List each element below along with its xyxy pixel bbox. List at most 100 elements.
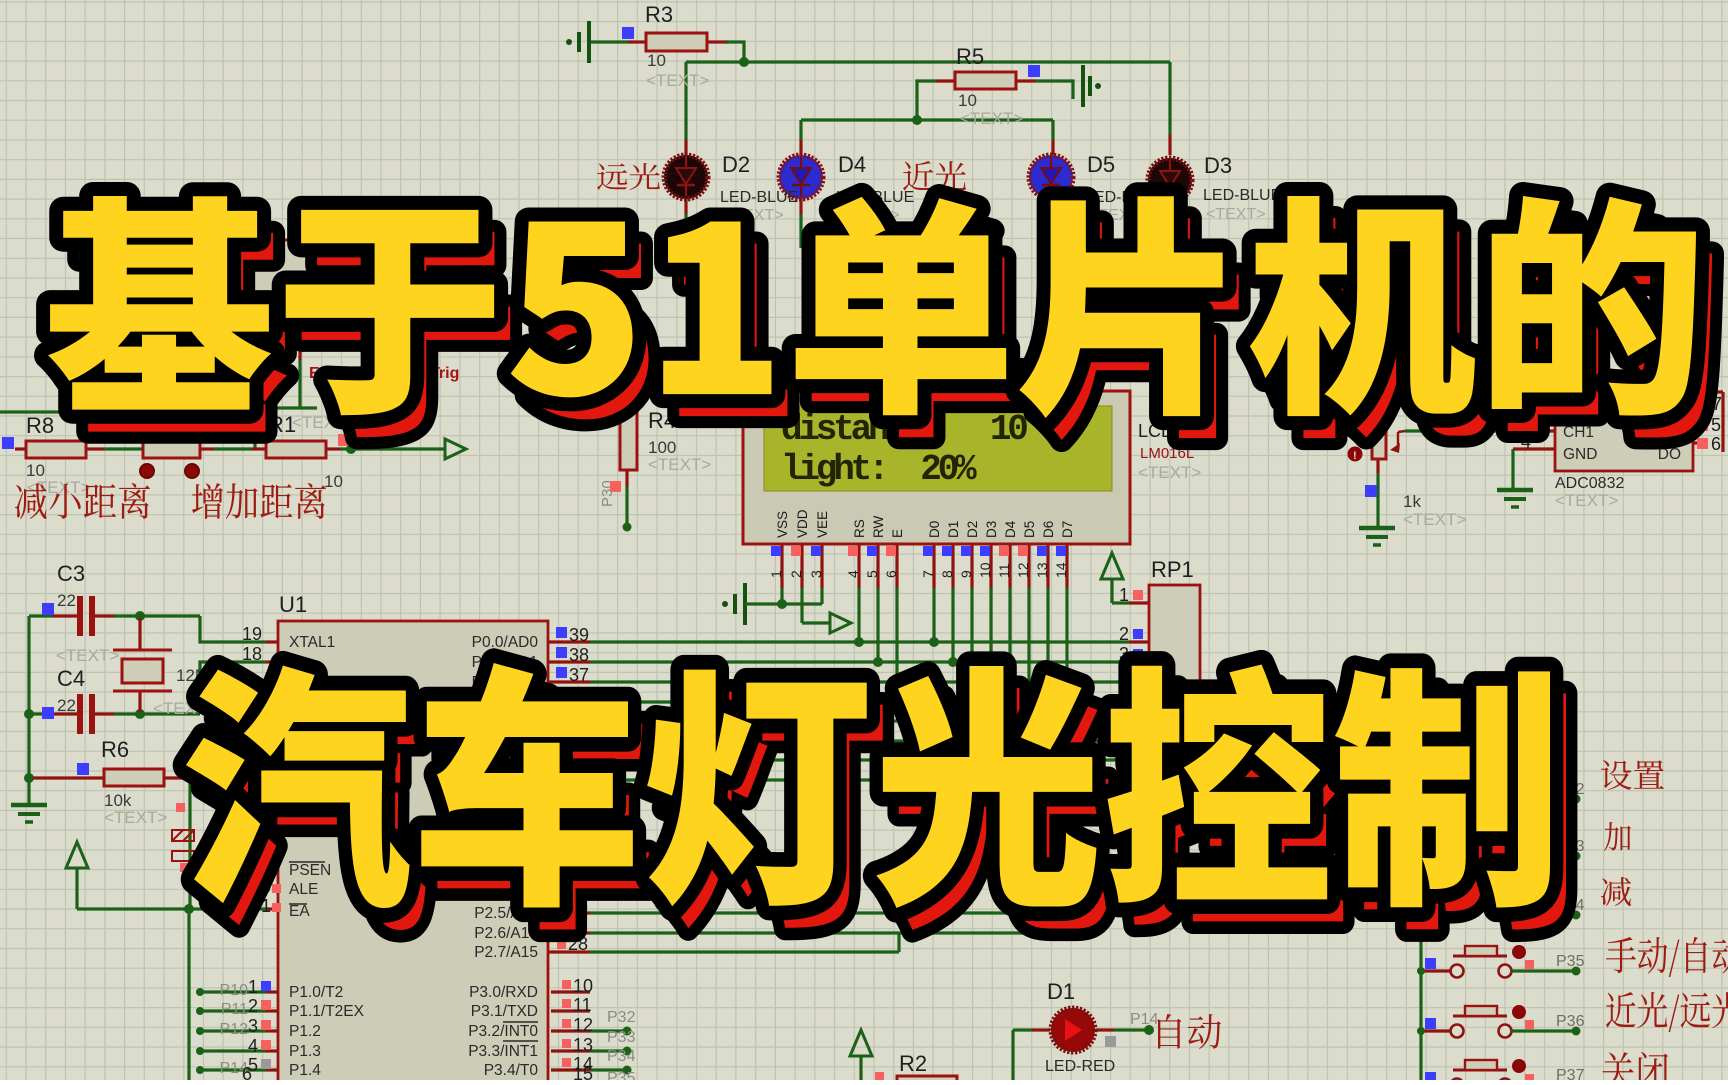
svg-text:7: 7 bbox=[1712, 394, 1722, 414]
svg-text:3: 3 bbox=[808, 570, 824, 578]
svg-text:P33: P33 bbox=[607, 1029, 636, 1046]
svg-text:P12: P12 bbox=[220, 1021, 249, 1038]
svg-text:P2.6/A14: P2.6/A14 bbox=[474, 925, 538, 942]
svg-text:RW: RW bbox=[871, 515, 886, 538]
svg-text:LED-BLUE: LED-BLUE bbox=[720, 189, 798, 206]
svg-text:P0.0/AD0: P0.0/AD0 bbox=[472, 634, 539, 651]
svg-text:<TEXT>: <TEXT> bbox=[1555, 491, 1618, 510]
svg-text:38: 38 bbox=[569, 645, 589, 665]
svg-text:D2: D2 bbox=[722, 152, 750, 177]
svg-text:DO: DO bbox=[1658, 446, 1681, 463]
svg-text:P1.3: P1.3 bbox=[289, 1043, 321, 1060]
svg-text:P10: P10 bbox=[220, 982, 249, 999]
svg-text:D1: D1 bbox=[1047, 979, 1075, 1004]
svg-text:C3: C3 bbox=[57, 561, 85, 586]
svg-text:U1: U1 bbox=[279, 592, 307, 617]
svg-text:10: 10 bbox=[573, 976, 593, 996]
svg-text:7: 7 bbox=[920, 570, 936, 578]
svg-text:<TEXT>: <TEXT> bbox=[960, 109, 1023, 128]
svg-text:14: 14 bbox=[1053, 562, 1069, 578]
svg-text:18: 18 bbox=[242, 644, 262, 664]
svg-text:10: 10 bbox=[26, 461, 45, 480]
svg-text:2: 2 bbox=[1119, 624, 1129, 644]
svg-text:6: 6 bbox=[242, 1064, 252, 1080]
svg-text:VDD: VDD bbox=[795, 509, 810, 538]
svg-text:22: 22 bbox=[57, 696, 76, 715]
svg-text:E: E bbox=[890, 529, 905, 538]
svg-text:PSEN: PSEN bbox=[289, 862, 331, 879]
svg-text:12: 12 bbox=[573, 1015, 593, 1035]
svg-text:R8: R8 bbox=[26, 413, 54, 438]
svg-text:D3: D3 bbox=[984, 521, 999, 538]
svg-text:LED-RED: LED-RED bbox=[1045, 1058, 1115, 1075]
svg-text:D0: D0 bbox=[927, 521, 942, 538]
svg-text:100: 100 bbox=[648, 438, 676, 457]
svg-text:P1.1/T2EX: P1.1/T2EX bbox=[289, 1003, 365, 1020]
svg-text:10: 10 bbox=[977, 562, 993, 578]
svg-text:P11: P11 bbox=[221, 1001, 248, 1018]
svg-text:P3.3/INT1: P3.3/INT1 bbox=[468, 1043, 538, 1060]
svg-text:D4: D4 bbox=[838, 152, 866, 177]
svg-text:VEE: VEE bbox=[815, 511, 830, 538]
svg-text:14: 14 bbox=[573, 1054, 593, 1074]
svg-text:39: 39 bbox=[569, 625, 589, 645]
svg-text:R6: R6 bbox=[101, 737, 129, 762]
svg-text:4: 4 bbox=[248, 1036, 258, 1056]
svg-text:6: 6 bbox=[883, 570, 899, 578]
svg-text:<TEXT>: <TEXT> bbox=[1138, 463, 1201, 482]
svg-text:D7: D7 bbox=[1060, 521, 1075, 538]
svg-text:RS: RS bbox=[852, 519, 867, 538]
svg-text:light: 20%: light: 20% bbox=[781, 449, 977, 490]
svg-text:P36: P36 bbox=[1556, 1013, 1585, 1030]
svg-text:10: 10 bbox=[324, 472, 343, 491]
svg-text:VSS: VSS bbox=[775, 511, 790, 538]
svg-text:P14: P14 bbox=[220, 1060, 249, 1077]
svg-text:<TEXT>: <TEXT> bbox=[646, 71, 709, 90]
svg-text:1: 1 bbox=[1119, 585, 1129, 605]
svg-text:<TEX: <TEX bbox=[153, 699, 196, 718]
svg-text:D6: D6 bbox=[1041, 521, 1056, 538]
svg-text:10k: 10k bbox=[104, 791, 132, 810]
svg-text:P14: P14 bbox=[1130, 1011, 1159, 1028]
svg-text:D3: D3 bbox=[1204, 153, 1232, 178]
svg-text:3: 3 bbox=[248, 1016, 258, 1036]
svg-text:<TEXT>: <TEXT> bbox=[27, 478, 90, 497]
svg-text:1: 1 bbox=[248, 977, 258, 997]
svg-text:R3: R3 bbox=[645, 2, 673, 27]
svg-text:P3.1/TXD: P3.1/TXD bbox=[471, 1003, 538, 1020]
svg-text:8: 8 bbox=[939, 570, 955, 578]
svg-text:R5: R5 bbox=[956, 44, 984, 69]
svg-text:P37: P37 bbox=[1556, 1067, 1585, 1080]
svg-text:6: 6 bbox=[1711, 434, 1721, 454]
svg-text:13: 13 bbox=[1034, 562, 1050, 578]
svg-text:<TEXT>: <TEXT> bbox=[1403, 510, 1466, 529]
svg-text:10: 10 bbox=[647, 51, 666, 70]
svg-text:<TEXT>: <TEXT> bbox=[1206, 206, 1266, 223]
svg-text:5: 5 bbox=[864, 570, 880, 578]
svg-text:P3.4/T0: P3.4/T0 bbox=[484, 1062, 539, 1079]
svg-text:19: 19 bbox=[242, 624, 262, 644]
svg-text:CH1: CH1 bbox=[1563, 424, 1594, 441]
svg-text:P32: P32 bbox=[607, 1009, 636, 1026]
svg-text:<TEXT>: <TEXT> bbox=[56, 646, 119, 665]
svg-text:ALE: ALE bbox=[289, 881, 318, 898]
svg-text:5: 5 bbox=[248, 1055, 258, 1075]
svg-text:13: 13 bbox=[573, 1035, 593, 1055]
svg-text:P34: P34 bbox=[607, 1048, 636, 1065]
svg-text:2: 2 bbox=[248, 996, 258, 1016]
svg-text:5: 5 bbox=[1711, 415, 1721, 435]
svg-text:P35: P35 bbox=[1556, 953, 1585, 970]
svg-text:P1.0/T2: P1.0/T2 bbox=[289, 984, 343, 1001]
svg-text:P1.4: P1.4 bbox=[289, 1062, 321, 1079]
svg-text:GND: GND bbox=[1563, 446, 1597, 463]
svg-text:12: 12 bbox=[1015, 562, 1031, 578]
svg-text:1: 1 bbox=[768, 570, 784, 578]
svg-text:<TEXT>: <TEXT> bbox=[648, 455, 711, 474]
svg-text:RP1: RP1 bbox=[1151, 557, 1194, 582]
svg-text:10: 10 bbox=[958, 91, 977, 110]
svg-text:9: 9 bbox=[958, 570, 974, 578]
svg-text:<TEXT>: <TEXT> bbox=[104, 808, 167, 827]
svg-text:37: 37 bbox=[569, 665, 589, 685]
svg-text:!: ! bbox=[1353, 450, 1357, 462]
svg-text:D5: D5 bbox=[1022, 521, 1037, 538]
